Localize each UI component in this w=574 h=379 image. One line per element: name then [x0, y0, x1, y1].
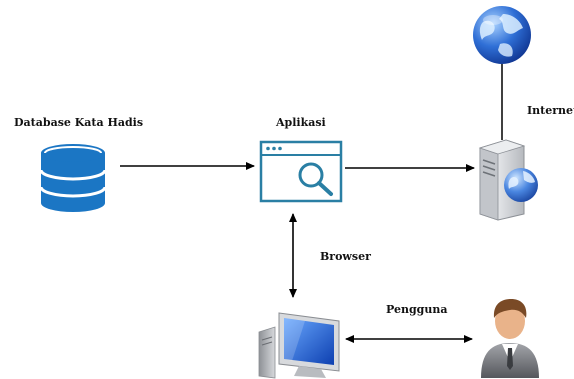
web-server-icon [478, 139, 538, 221]
label-database: Database Kata Hadis [14, 116, 144, 129]
label-browser: Browser [320, 250, 371, 263]
label-pengguna: Pengguna [386, 303, 448, 316]
label-internet: Internet [527, 104, 574, 117]
application-search-window-icon [259, 140, 343, 203]
user-person-icon [481, 299, 539, 378]
desktop-computer-icon [258, 312, 340, 379]
globe-icon [473, 6, 531, 64]
database-icon [39, 144, 107, 212]
label-aplikasi: Aplikasi [276, 116, 326, 129]
